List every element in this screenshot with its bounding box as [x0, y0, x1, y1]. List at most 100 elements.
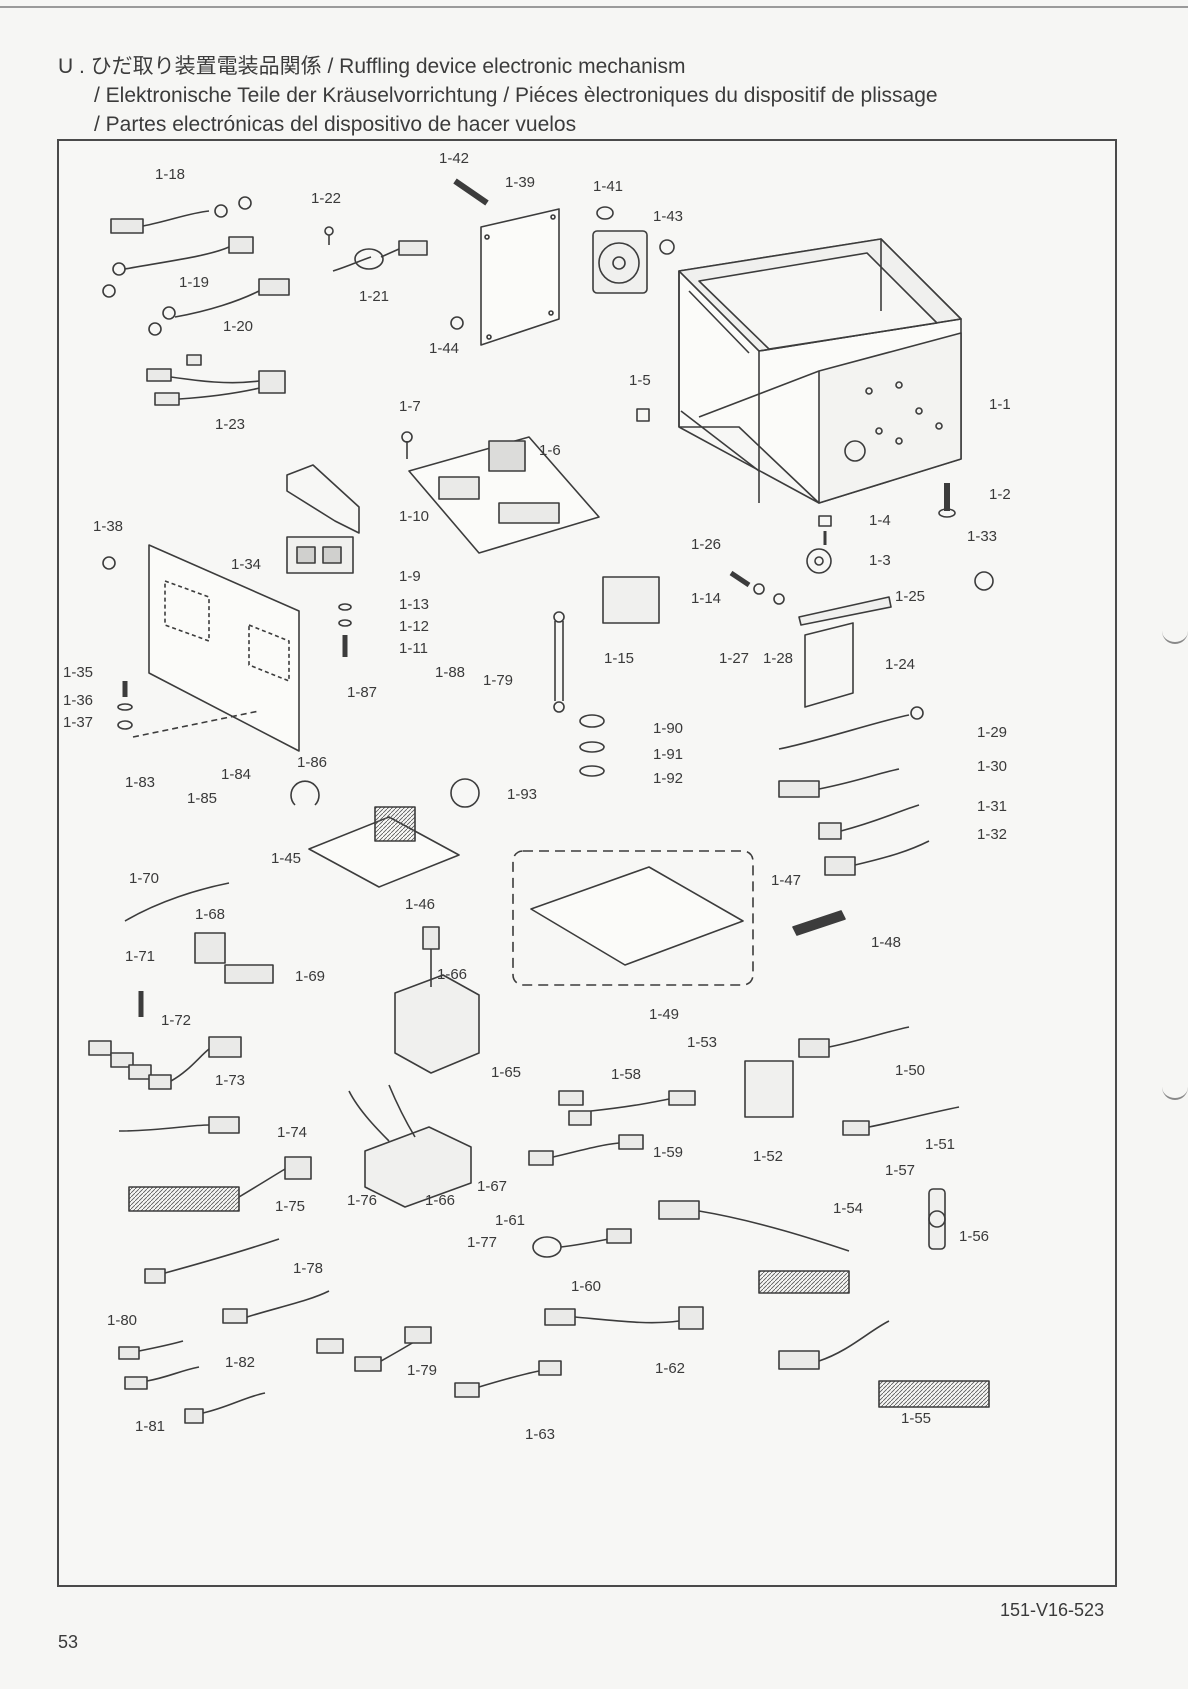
- part-label-1-66-61: 1-66: [425, 1192, 455, 1209]
- part-label-1-84-80: 1-84: [221, 766, 251, 783]
- control-panel-board: [102, 544, 300, 752]
- part-label-1-28-24: 1-28: [763, 650, 793, 667]
- part-label-1-38-34: 1-38: [93, 518, 123, 535]
- harness-1-72: [88, 1036, 242, 1090]
- frame-box-part: [678, 238, 962, 504]
- part-label-1-60-55: 1-60: [571, 1278, 601, 1295]
- part-label-1-3-2: 1-3: [869, 552, 891, 569]
- part-label-1-15-13: 1-15: [604, 650, 634, 667]
- part-label-1-48-43: 1-48: [871, 934, 901, 951]
- ferrite-core-part: [324, 226, 428, 272]
- bar-1-25: [798, 596, 892, 626]
- part-label-1-7-6: 1-7: [399, 398, 421, 415]
- part-label-1-45-40: 1-45: [271, 850, 301, 867]
- part-label-1-53-48: 1-53: [687, 1034, 717, 1051]
- part-label-1-67-62: 1-67: [477, 1178, 507, 1195]
- part-label-1-61-56: 1-61: [495, 1212, 525, 1229]
- part-label-1-70-65: 1-70: [129, 870, 159, 887]
- cable-group-right: [778, 706, 930, 876]
- part-label-1-82-78: 1-82: [225, 1354, 255, 1371]
- part-label-1-71-66: 1-71: [125, 948, 155, 965]
- part-label-1-69-64: 1-69: [295, 968, 325, 985]
- title-german-french: / Elektronische Teile der Kräuselvorrich…: [94, 84, 938, 107]
- screw-1-26: [729, 570, 751, 588]
- caster-part: [806, 515, 832, 574]
- part-label-1-55-50: 1-55: [901, 1410, 931, 1427]
- part-label-1-80-76: 1-80: [107, 1312, 137, 1329]
- ring-1-91: [579, 741, 605, 753]
- link-cable-part: [553, 611, 565, 713]
- cable-1-20: [148, 278, 290, 336]
- part-label-1-90-85: 1-90: [653, 720, 683, 737]
- document-code: 151-V16-523: [1000, 1600, 1105, 1620]
- part-label-1-14-12: 1-14: [691, 590, 721, 607]
- part-label-1-91-86: 1-91: [653, 746, 683, 763]
- clamp-1-86: [290, 780, 320, 806]
- part-label-1-73-68: 1-73: [215, 1072, 245, 1089]
- part-label-1-86-82: 1-86: [297, 754, 327, 771]
- part-label-1-42-37: 1-42: [439, 150, 469, 167]
- ferrite-1-93: [450, 778, 480, 808]
- part-label-1-36-32: 1-36: [63, 692, 93, 709]
- part-label-1-93-88: 1-93: [507, 786, 537, 803]
- center-lower-cables: [454, 1090, 704, 1398]
- part-label-1-29-25: 1-29: [977, 724, 1007, 741]
- part-label-1-75-70: 1-75: [275, 1198, 305, 1215]
- small-block-part: [636, 408, 650, 422]
- title-japanese-english: U . ひだ取り装置電装品関係 / Ruffling device electr…: [58, 55, 686, 78]
- connector-1-68: [194, 932, 226, 964]
- cable-1-70: [124, 882, 230, 922]
- part-label-1-20-16: 1-20: [223, 318, 253, 335]
- part-label-1-51-46: 1-51: [925, 1136, 955, 1153]
- ring-1-92: [579, 765, 605, 777]
- binding-notch-upper: [1162, 616, 1188, 644]
- part-label-1-66-60: 1-66: [437, 966, 467, 983]
- part-label-1-62-57: 1-62: [655, 1360, 685, 1377]
- ring-1-90: [579, 714, 605, 728]
- part-label-1-56-51: 1-56: [959, 1228, 989, 1245]
- part-label-1-4-3: 1-4: [869, 512, 891, 529]
- main-board-outline: [512, 850, 754, 986]
- main-board-1-47: [530, 866, 744, 966]
- binding-notch-lower: [1162, 1072, 1188, 1100]
- part-label-1-41-36: 1-41: [593, 178, 623, 195]
- part-label-1-72-67: 1-72: [161, 1012, 191, 1029]
- foot-screw-part: [938, 483, 956, 518]
- washer-1-27: [753, 583, 765, 595]
- lower-left-cables: [118, 1238, 330, 1424]
- part-label-1-63-58: 1-63: [525, 1426, 555, 1443]
- cable-1-18: [110, 196, 252, 234]
- part-label-1-9-7: 1-9: [399, 568, 421, 585]
- part-label-1-21-17: 1-21: [359, 288, 389, 305]
- part-label-1-83-79: 1-83: [125, 774, 155, 791]
- part-label-1-25-21: 1-25: [895, 588, 925, 605]
- part-label-1-19-15: 1-19: [179, 274, 209, 291]
- part-label-1-34-30: 1-34: [231, 556, 261, 573]
- part-label-1-22-18: 1-22: [311, 190, 341, 207]
- part-label-1-50-45: 1-50: [895, 1062, 925, 1079]
- part-label-1-2-1: 1-2: [989, 486, 1011, 503]
- part-label-1-44-39: 1-44: [429, 340, 459, 357]
- chip-1-48: [792, 910, 846, 936]
- part-label-1-65-59: 1-65: [491, 1064, 521, 1081]
- cooling-fan-part: [592, 206, 675, 294]
- harness-1-23: [146, 354, 286, 406]
- part-label-1-35-31: 1-35: [63, 664, 93, 681]
- ground-label-part: [974, 571, 994, 591]
- part-label-1-57-52: 1-57: [885, 1162, 915, 1179]
- part-label-1-59-54: 1-59: [653, 1144, 683, 1161]
- part-label-1-32-28: 1-32: [977, 826, 1007, 843]
- top-rule: [0, 6, 1188, 8]
- part-label-1-1-0: 1-1: [989, 396, 1011, 413]
- part-label-1-39-35: 1-39: [505, 174, 535, 191]
- connector-1-69: [224, 964, 274, 984]
- part-label-1-54-49: 1-54: [833, 1200, 863, 1217]
- part-label-1-58-53: 1-58: [611, 1066, 641, 1083]
- part-label-1-26-22: 1-26: [691, 536, 721, 553]
- part-label-1-24-20: 1-24: [885, 656, 915, 673]
- part-label-1-18-14: 1-18: [155, 166, 185, 183]
- part-label-1-46-41: 1-46: [405, 896, 435, 913]
- driver-board-1-45: [308, 816, 460, 888]
- parts-drawing: 1-11-21-31-41-51-61-71-91-101-111-121-13…: [63, 150, 1011, 1443]
